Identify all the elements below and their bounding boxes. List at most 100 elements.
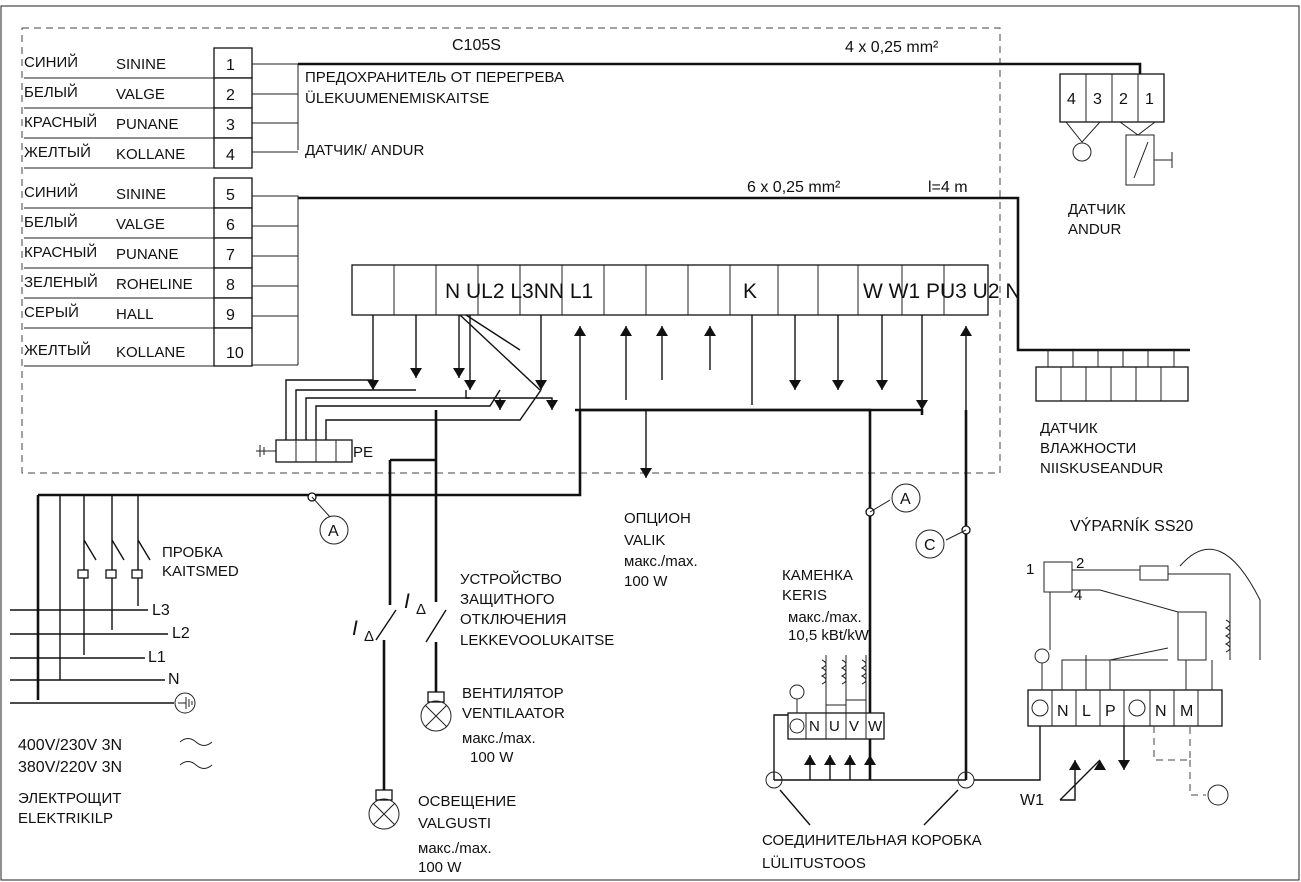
light-w: 100 W bbox=[418, 859, 462, 876]
rcd-ru-1: УСТРОЙСТВО bbox=[460, 570, 562, 588]
sensor-label-ru-et: ДАТЧИК/ ANDUR bbox=[305, 142, 425, 159]
arrow-up-1 bbox=[620, 326, 632, 336]
humidity-cable bbox=[298, 196, 1190, 352]
marker-c-circle bbox=[915, 529, 945, 559]
diagram-frame bbox=[0, 5, 1300, 881]
load-leads bbox=[382, 640, 438, 790]
voltage-2: 380V/220V 3N bbox=[18, 759, 122, 776]
heater-terminal bbox=[787, 655, 885, 740]
terminal-arrows bbox=[367, 326, 1130, 770]
light-et: VALGUSTI bbox=[418, 815, 491, 832]
wire-et-10: KOLLANE bbox=[116, 344, 185, 361]
wire-et-5: SININE bbox=[116, 186, 166, 203]
fuse-et: KAITSMED bbox=[162, 563, 239, 580]
marker-a2-lead bbox=[869, 499, 891, 513]
evap-relay-1: 1 bbox=[1026, 561, 1034, 578]
output-bus bbox=[580, 408, 968, 780]
terminal-num-10: 10 bbox=[226, 345, 244, 362]
panel-phase-lines bbox=[10, 609, 174, 704]
marker-a2: A bbox=[900, 491, 911, 508]
w1-label: W1 bbox=[1020, 792, 1044, 809]
wire-et-8: ROHELINE bbox=[116, 276, 193, 293]
terminal-cell-10 bbox=[213, 327, 253, 367]
arrow-down-4 bbox=[535, 380, 547, 390]
arrow-up-4 bbox=[960, 326, 972, 336]
terminal-num-7: 7 bbox=[226, 247, 235, 264]
fuse-1 bbox=[77, 569, 89, 579]
overheat-label-et: ÜLEKUUMENEMISKAITSE bbox=[305, 89, 489, 107]
arrow-down-6 bbox=[832, 380, 844, 390]
fuse-switches bbox=[83, 539, 151, 561]
marker-a-circle bbox=[319, 515, 349, 545]
evap-term-m: M bbox=[1180, 703, 1193, 720]
terminal-num-3: 3 bbox=[226, 117, 235, 134]
ground-symbol bbox=[174, 692, 196, 714]
arrow-down-2 bbox=[453, 368, 465, 378]
heater-term-n: N bbox=[809, 718, 820, 735]
humidity-bus bbox=[252, 195, 299, 366]
panel-ru: ЭЛЕКТРОЩИТ bbox=[18, 790, 121, 807]
wire-et-3: PUNANE bbox=[116, 116, 179, 133]
arrow-down-5 bbox=[789, 380, 801, 390]
marker-a: A bbox=[328, 523, 339, 540]
light-symbol bbox=[368, 789, 400, 830]
heater-max: макс./max. bbox=[788, 609, 862, 626]
sensor-bus bbox=[252, 63, 299, 153]
humidity-ru-1: ДАТЧИК bbox=[1040, 420, 1098, 437]
terminal-num-6: 6 bbox=[226, 217, 235, 234]
humidity-cable-length: l=4 m bbox=[928, 179, 968, 196]
heater-term-u: U bbox=[829, 718, 840, 735]
arrow-down-1 bbox=[410, 368, 422, 378]
wire-ru-2: БЕЛЫЙ bbox=[24, 83, 78, 101]
rcd-contacts bbox=[375, 609, 447, 643]
ac-symbols bbox=[179, 738, 213, 769]
fan-w: 100 W bbox=[470, 749, 514, 766]
wire-et-7: PUNANE bbox=[116, 246, 179, 263]
fan-et: VENTILAATOR bbox=[462, 705, 565, 722]
marker-a2-circle bbox=[891, 483, 921, 513]
marker-c-lead bbox=[945, 529, 967, 541]
overheat-label-ru: ПРЕДОХРАНИТЕЛЬ ОТ ПЕРЕГРЕВА bbox=[305, 69, 564, 86]
rcd-symbol-2: I bbox=[404, 590, 410, 613]
heater-feed bbox=[575, 408, 872, 780]
arrow-down-0 bbox=[367, 380, 379, 390]
arrow-up-0 bbox=[574, 326, 586, 336]
arrow-down-10 bbox=[494, 400, 506, 410]
wire-et-2: VALGE bbox=[116, 86, 165, 103]
junction-pointers bbox=[779, 789, 959, 826]
marker-a-lead bbox=[311, 496, 331, 518]
controller-enclosure bbox=[21, 27, 1001, 474]
rcd-ru-2: ЗАЩИТНОГО bbox=[460, 591, 555, 608]
junction-box-1 bbox=[765, 771, 783, 789]
sensor-ru: ДАТЧИК bbox=[1068, 201, 1126, 218]
pe-bus bbox=[285, 379, 542, 440]
marker-c: C bbox=[924, 537, 936, 554]
sensor-pin-3: 3 bbox=[1093, 91, 1102, 108]
terminal-right-text: W W1 PU3 U2 N bbox=[863, 280, 1021, 303]
heater-kw: 10,5 kBt/kW bbox=[788, 627, 870, 644]
rcd-ru-3: ОТКЛЮЧЕНИЯ bbox=[460, 611, 567, 628]
arrow-down-3 bbox=[464, 380, 476, 390]
terminal-cell-1 bbox=[213, 47, 253, 79]
wire-et-1: SININE bbox=[116, 56, 166, 73]
rcd-sub-2: Δ bbox=[416, 601, 426, 618]
wire-ru-8: ЗЕЛЕНЫЙ bbox=[24, 273, 98, 291]
evap-term-n: N bbox=[1057, 703, 1069, 720]
sensor-pin-2: 2 bbox=[1119, 91, 1128, 108]
wire-ru-10: ЖЕЛТЫЙ bbox=[24, 341, 91, 359]
wire-ru-4: ЖЕЛТЫЙ bbox=[24, 143, 91, 161]
terminal-k: K bbox=[743, 280, 757, 303]
heater-term-v: V bbox=[849, 718, 859, 735]
junction-et: LÜLITUSTOOS bbox=[762, 854, 866, 872]
fan-symbol bbox=[420, 691, 452, 732]
fan-light-leads bbox=[388, 410, 438, 605]
terminal-cell-2 bbox=[213, 77, 253, 109]
option-ru: ОПЦИОН bbox=[624, 510, 691, 527]
fuse-2 bbox=[105, 569, 117, 579]
fuse-ru: ПРОБКА bbox=[162, 544, 223, 561]
rcd-et: LEKKEVOOLUKAITSE bbox=[460, 632, 614, 649]
fan-ru: ВЕНТИЛЯТОР bbox=[462, 685, 564, 702]
